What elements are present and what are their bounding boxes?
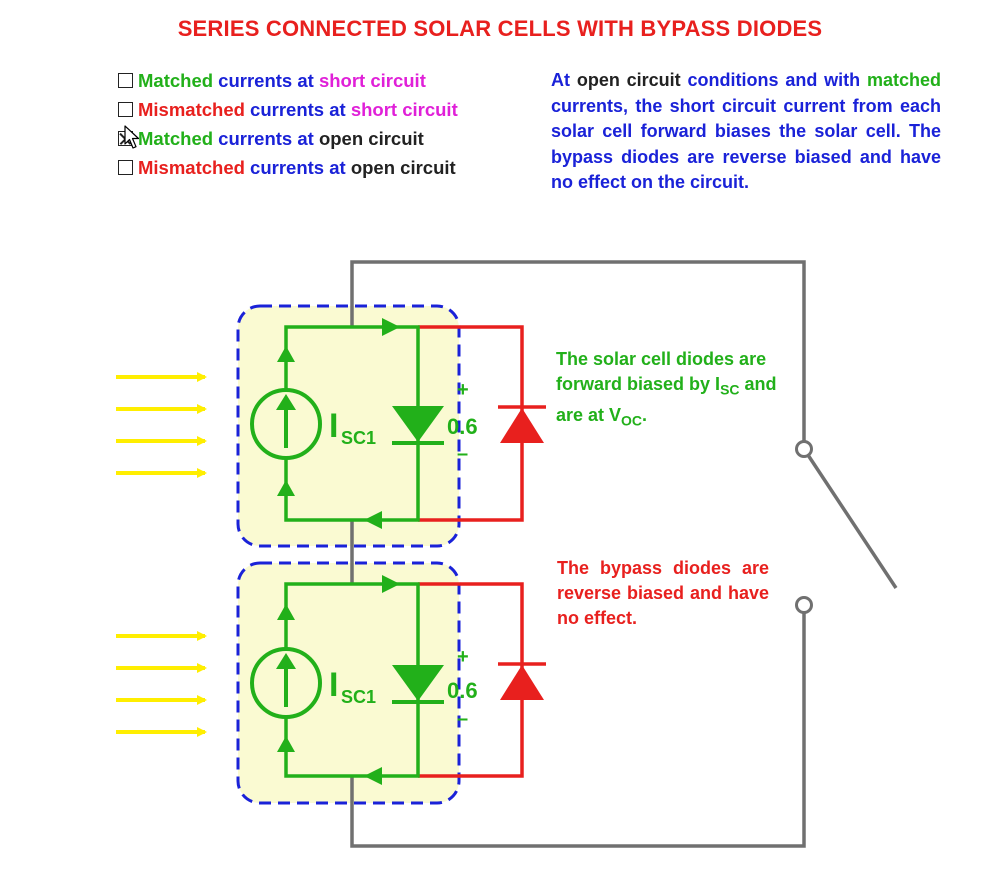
description-text-part: currents, the short circuit current from…	[551, 95, 941, 193]
source-2-label: I	[329, 666, 338, 704]
option-label: Mismatched currents at short circuit	[138, 99, 458, 121]
sunlight-arrows	[116, 372, 207, 737]
voltage-label-2: 0.6	[447, 678, 478, 703]
bypass-diode-1-icon	[500, 408, 544, 443]
cell-diode-2-icon	[392, 665, 444, 701]
description-text-part: matched	[866, 70, 941, 90]
option-text-part: Matched	[138, 69, 214, 91]
external-wiring	[350, 260, 898, 848]
minus-sign-1: –	[457, 443, 468, 465]
minus-sign-2: –	[457, 708, 468, 730]
checkbox[interactable]	[118, 73, 133, 88]
option-label: Mismatched currents at open circuit	[138, 157, 456, 179]
description-paragraph: At open circuit conditions and with matc…	[551, 68, 941, 196]
solar-cell-2-box	[236, 561, 461, 805]
option-text-part: short circuit	[318, 69, 426, 91]
source-1-label: I	[329, 407, 338, 445]
bypass-diode-note: The bypass diodes are reverse biased and…	[557, 558, 769, 628]
options-list: Matched currents at short circuit Mismat…	[118, 66, 458, 182]
option-mismatched-short-circuit[interactable]: Mismatched currents at short circuit	[118, 95, 458, 124]
option-text-part: open circuit	[350, 156, 456, 178]
option-text-part: Matched	[138, 127, 214, 149]
option-label: Matched currents at open circuit	[138, 128, 424, 150]
checkbox[interactable]	[118, 102, 133, 117]
option-matched-open-circuit[interactable]: Matched currents at open circuit	[118, 124, 458, 153]
bypass-diode-2-icon	[500, 665, 544, 700]
option-label: Matched currents at short circuit	[138, 70, 426, 92]
checkbox[interactable]	[118, 160, 133, 175]
option-text-part: currents at	[213, 69, 319, 91]
current-direction-arrows-2	[277, 575, 400, 785]
description-text-part: open circuit	[576, 70, 681, 90]
switch-blade	[806, 454, 898, 589]
solar-cell-2-circuit: I SC1 + 0.6 –	[250, 575, 546, 785]
source-2-subscript: SC1	[341, 687, 376, 707]
option-text-part: currents at	[244, 98, 351, 120]
solar-cell-1-box	[236, 304, 461, 548]
option-text-part: open circuit	[318, 127, 424, 149]
page-title: SERIES CONNECTED SOLAR CELLS WITH BYPASS…	[177, 16, 823, 41]
description-text-part: At	[551, 70, 577, 90]
option-text-part: Mismatched	[138, 156, 245, 178]
option-text-part: Mismatched	[138, 98, 245, 120]
switch-terminal-top	[795, 440, 813, 458]
option-text-part: currents at	[213, 127, 319, 149]
plus-sign-1: +	[457, 379, 469, 401]
switch-terminal-bottom	[795, 596, 813, 614]
mouse-pointer-icon	[124, 125, 140, 149]
option-mismatched-open-circuit[interactable]: Mismatched currents at open circuit	[118, 153, 458, 182]
solar-diode-note: The solar cell diodes are forward biased…	[556, 349, 777, 429]
source-1-subscript: SC1	[341, 428, 376, 448]
cell-diode-1-icon	[392, 406, 444, 442]
current-direction-arrows-1	[277, 318, 400, 529]
voltage-label-1: 0.6	[447, 414, 478, 439]
option-matched-short-circuit[interactable]: Matched currents at short circuit	[118, 66, 458, 95]
option-text-part: currents at	[244, 156, 351, 178]
plus-sign-2: +	[457, 646, 469, 668]
solar-cell-1-circuit: I SC1 + 0.6 –	[250, 318, 546, 529]
option-text-part: short circuit	[350, 98, 458, 120]
description-text-part: conditions and with	[680, 70, 867, 90]
